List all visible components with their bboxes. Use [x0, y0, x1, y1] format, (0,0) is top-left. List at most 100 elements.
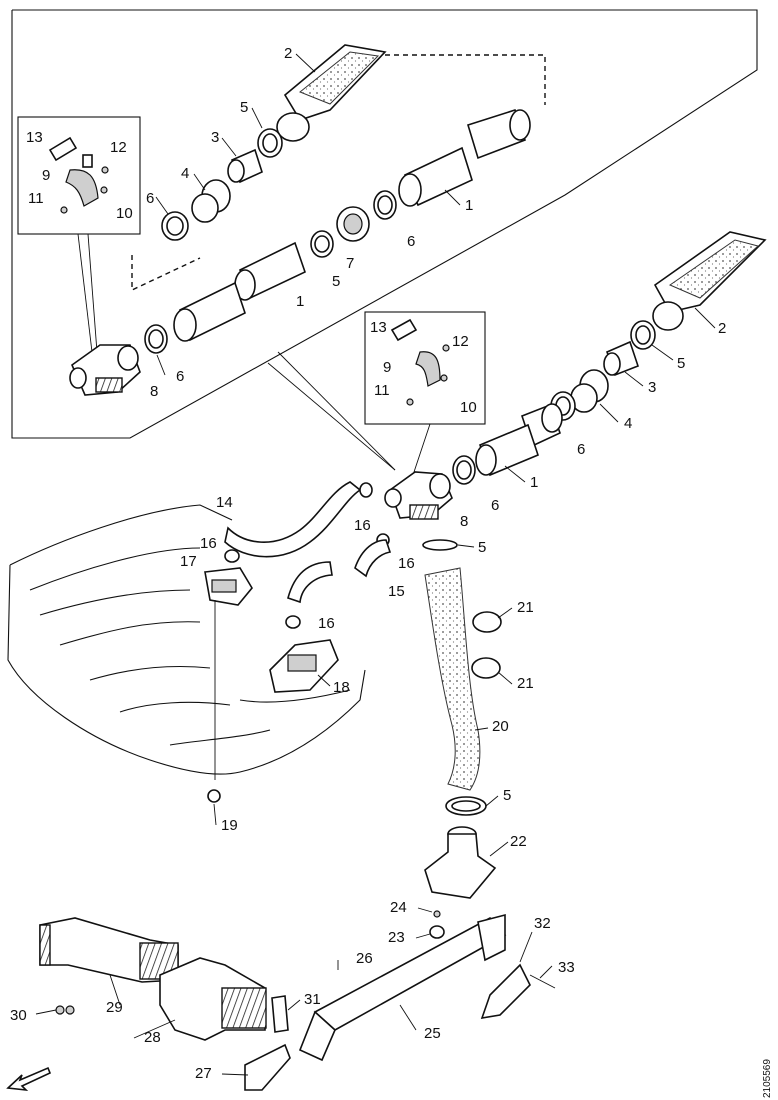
label-b3: 3 [648, 379, 656, 396]
inset-frame [11, 9, 758, 471]
bracket-part-18 [269, 639, 339, 693]
label-a2: 2 [284, 45, 292, 62]
clamp-part-16-c [224, 549, 240, 563]
label-b16d: 16 [318, 615, 335, 632]
label-a9: 9 [42, 167, 50, 184]
screw-part-33 [529, 974, 556, 989]
label-b32: 32 [534, 915, 551, 932]
bracket-part-32 [480, 963, 531, 1020]
plug-part-19 [207, 789, 221, 803]
distributor-part-8-inset [69, 344, 141, 396]
label-a6b: 6 [407, 233, 415, 250]
figure-code: 2105569 [762, 1059, 773, 1098]
label-b21b: 21 [517, 675, 534, 692]
label-a1a: 1 [465, 197, 473, 214]
screw-part-24 [433, 910, 441, 918]
label-a7: 7 [346, 255, 354, 272]
label-b33: 33 [558, 959, 575, 976]
label-b11: 11 [374, 382, 390, 399]
main-parts [6, 231, 767, 1092]
label-b30: 30 [10, 1007, 27, 1024]
clamp-part-16-a [359, 482, 373, 498]
label-a5b: 5 [332, 273, 340, 290]
label-b10: 10 [460, 399, 477, 416]
flex-hose-part-20 [424, 567, 481, 791]
inset-parts [69, 44, 531, 396]
bracket-part-17 [204, 567, 253, 606]
label-b25: 25 [424, 1025, 441, 1042]
label-b26: 26 [356, 950, 373, 967]
coupler-part-3 [603, 340, 639, 377]
label-b18: 18 [333, 679, 350, 696]
label-b8: 8 [460, 513, 468, 530]
distributor-part-8 [384, 471, 453, 520]
label-b6b: 6 [491, 497, 499, 514]
inset-detail-box [17, 116, 141, 353]
label-b2: 2 [718, 320, 726, 337]
label-b15: 15 [388, 583, 405, 600]
bracket-part-27 [244, 1043, 291, 1091]
tube-part-1 [475, 403, 563, 477]
ring-part-21-b [471, 657, 501, 679]
label-b13: 13 [370, 319, 387, 336]
label-a10: 10 [116, 205, 133, 222]
hose-part-14 [224, 481, 362, 558]
detail-box-main [364, 311, 486, 479]
label-a11: 11 [28, 190, 44, 207]
clamp-part-16-d [285, 615, 301, 629]
adaptor-part-22 [424, 826, 497, 899]
duct-part-25 [298, 913, 507, 1062]
dashboard-outline [7, 504, 366, 803]
tube-part-1-inset-a [398, 108, 531, 207]
elbow-part-15 [354, 539, 392, 578]
label-b19: 19 [221, 817, 238, 834]
nozzle-part-2-inset [276, 44, 387, 142]
label-a12: 12 [110, 139, 127, 156]
label-b5b: 5 [478, 539, 486, 556]
front-direction-arrow [6, 1066, 52, 1092]
leader-lines [35, 53, 716, 1076]
label-b5: 5 [677, 355, 685, 372]
label-b5c: 5 [503, 787, 511, 804]
reducer-part-7-inset [336, 206, 370, 242]
label-b17: 17 [180, 553, 197, 570]
ring-part-21-a [472, 611, 502, 633]
clip-part-31 [271, 995, 289, 1033]
label-b20: 20 [492, 718, 509, 735]
label-a13: 13 [26, 129, 43, 146]
label-b1: 1 [530, 474, 538, 491]
label-a6a: 6 [146, 190, 154, 207]
bracket-part-9-inset [48, 136, 109, 214]
label-b12: 12 [452, 333, 469, 350]
grommet-part-23 [429, 925, 445, 939]
label-b29: 29 [106, 999, 123, 1016]
sleeve-part-4 [570, 369, 609, 413]
label-b27: 27 [195, 1065, 212, 1082]
tube-part-1-inset-b [173, 241, 306, 342]
label-b23: 23 [388, 929, 405, 946]
label-a8: 8 [150, 383, 158, 400]
nozzle-part-2 [652, 231, 767, 331]
duct-part-28 [159, 957, 267, 1041]
label-a6c: 6 [176, 368, 184, 385]
label-b9: 9 [383, 359, 391, 376]
label-b22: 22 [510, 833, 527, 850]
label-b31: 31 [304, 991, 321, 1008]
inset-dashed-lines [131, 54, 546, 292]
label-b16c: 16 [398, 555, 415, 572]
fastener-part-30 [55, 1005, 75, 1015]
label-b16b: 16 [200, 535, 217, 552]
label-a1b: 1 [296, 293, 304, 310]
label-b14: 14 [216, 494, 233, 511]
label-b21a: 21 [517, 599, 534, 616]
coupler-part-3-inset [227, 148, 263, 184]
callout-labels: 2 5 3 13 12 9 11 10 4 6 1 6 7 5 1 6 8 2 … [10, 45, 726, 1082]
duct-part-29 [39, 917, 179, 983]
label-a3: 3 [211, 129, 219, 146]
clamp-part-5-b [422, 539, 458, 551]
label-b4: 4 [624, 415, 632, 432]
label-a5: 5 [240, 99, 248, 116]
label-b16a: 16 [354, 517, 371, 534]
label-b28: 28 [144, 1029, 161, 1046]
